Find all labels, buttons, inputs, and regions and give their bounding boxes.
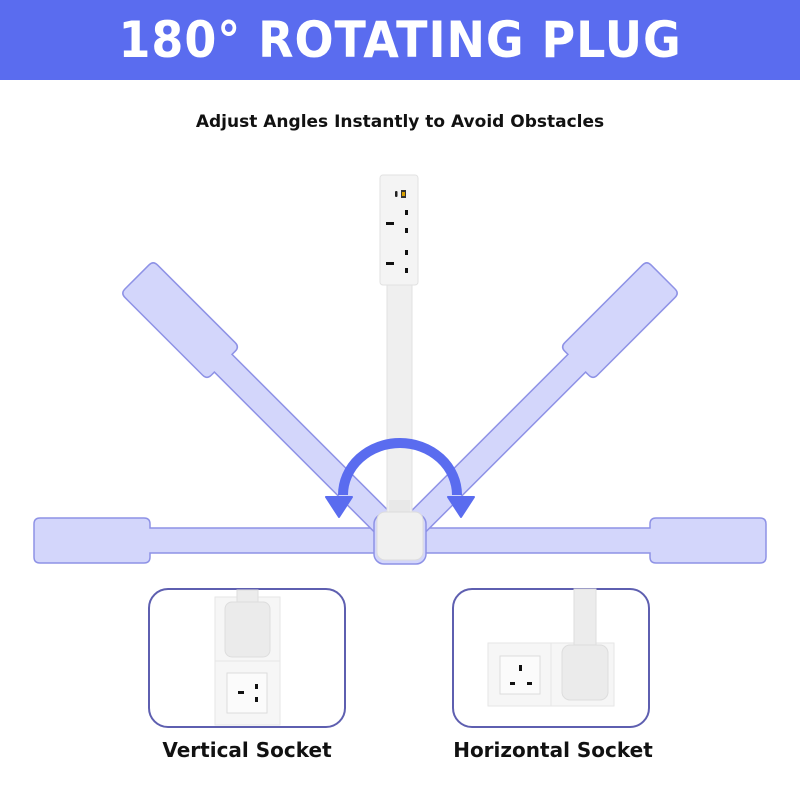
uk-socket-icon [405,210,408,215]
ghost-strip-right [409,517,767,564]
vertical-socket-panel [148,588,346,728]
vertical-socket-caption: Vertical Socket [162,738,332,762]
ghost-strip-diagonal-right [390,262,678,550]
page-title: 180° ROTATING PLUG [118,11,682,69]
ghost-strip-diagonal-left [122,262,410,550]
rotation-arrow-icon [325,438,475,518]
ghost-strip-left [33,517,391,564]
subtitle: Adjust Angles Instantly to Avoid Obstacl… [195,112,605,132]
horizontal-socket-caption: Horizontal Socket [453,738,653,762]
title-banner: 180° ROTATING PLUG [0,0,800,80]
power-strip [379,174,419,286]
usb-c-port-icon [395,191,398,197]
power-cable [386,282,413,520]
rotating-plug-head [373,511,427,565]
uk-socket-icon [405,250,408,255]
horizontal-socket-panel [452,588,650,728]
